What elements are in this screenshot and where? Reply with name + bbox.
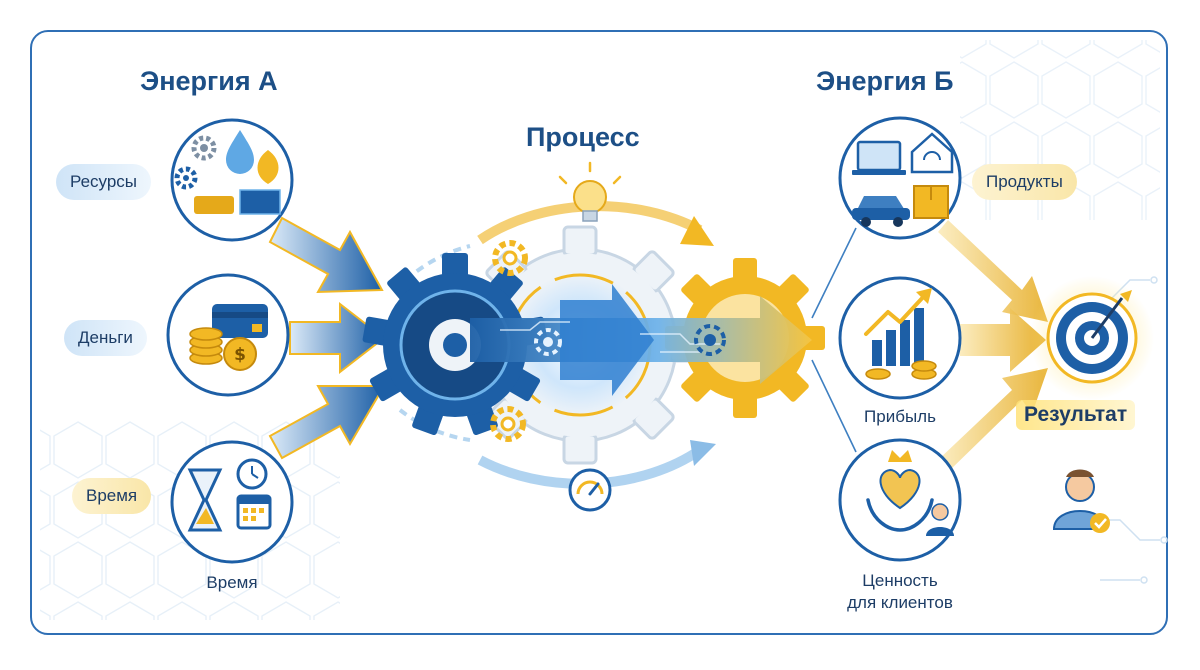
solar-panel-icon	[239, 189, 281, 215]
time-pill: Время	[72, 478, 152, 514]
small-gear-icon	[694, 324, 726, 356]
house-icon	[910, 132, 954, 174]
water-drop-icon	[226, 130, 254, 174]
money-arrow	[289, 301, 386, 375]
clock-icon	[236, 458, 268, 490]
laptop-icon	[852, 140, 906, 175]
value-caption-line1: Ценность	[862, 571, 938, 590]
money-circle: $	[166, 273, 290, 397]
time-caption: Время	[206, 573, 258, 592]
svg-text:$: $	[234, 345, 246, 365]
speedometer-icon	[568, 468, 612, 512]
output-connectors	[811, 227, 857, 453]
energy-a-heading: Энергия А	[140, 66, 278, 96]
products-to-result-arrow	[938, 220, 1048, 322]
small-gold-gear-icon	[490, 406, 526, 442]
dollar-coin-icon	[223, 337, 257, 371]
money-pill: Деньги	[64, 320, 147, 356]
person-icon	[926, 503, 954, 536]
coins-icon	[865, 360, 937, 380]
main-process-arrow	[470, 284, 812, 396]
crown-icon	[888, 450, 912, 462]
car-icon	[852, 196, 910, 227]
profit-caption: Прибыль	[864, 407, 936, 426]
energy-b-heading: Энергия Б	[816, 66, 954, 96]
target-icon	[1030, 276, 1154, 400]
calendar-icon	[236, 494, 272, 530]
resources-circle	[170, 118, 294, 242]
process-heading: Процесс	[526, 122, 640, 152]
customer-avatar-icon	[1052, 469, 1110, 533]
box-icon	[913, 185, 949, 219]
products-circle	[838, 116, 962, 240]
lightbulb-icon	[558, 161, 622, 222]
small-gold-gear-icon	[492, 240, 528, 276]
products-pill: Продукты	[972, 164, 1077, 200]
result-label: Результат	[1016, 400, 1136, 430]
profit-circle	[838, 276, 962, 400]
leaf-icon	[257, 150, 279, 184]
hourglass-icon	[187, 468, 223, 532]
gear-icon	[174, 166, 198, 190]
time-circle	[170, 440, 294, 564]
coins-icon	[189, 327, 223, 365]
gear-icon	[191, 135, 217, 161]
small-gear-icon	[534, 328, 562, 356]
resources-arrow	[268, 216, 384, 294]
growth-arrow-icon	[864, 292, 928, 336]
value-caption-line2: для клиентов	[847, 593, 953, 612]
value-circle	[838, 438, 962, 562]
time-arrow	[268, 385, 386, 460]
value-to-result-arrow	[938, 368, 1048, 472]
resources-pill: Ресурсы	[56, 164, 152, 200]
hands-icon	[866, 498, 934, 532]
bar-chart-icon	[872, 308, 924, 366]
heart-icon	[879, 468, 921, 510]
wood-icon	[194, 196, 234, 214]
profit-to-result-arrow	[960, 308, 1046, 372]
